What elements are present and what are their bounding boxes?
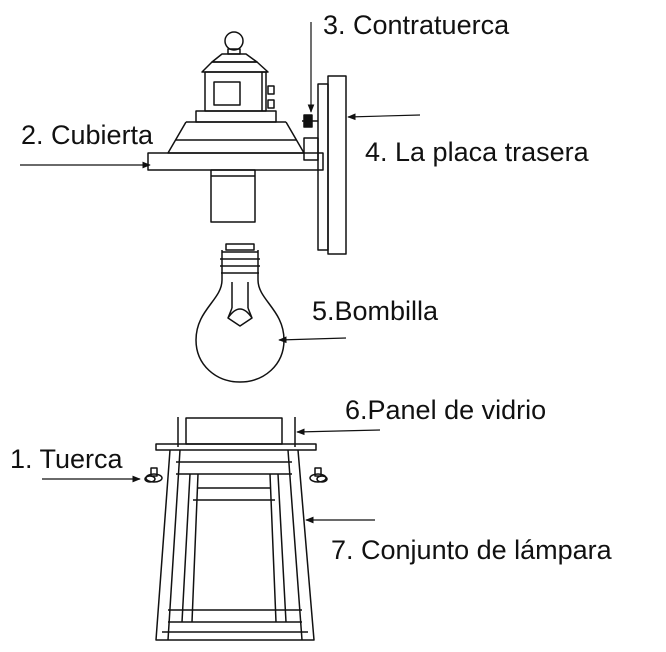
back-plate-part [317, 75, 347, 255]
label-conjunto-lampara: 7. Conjunto de lámpara [331, 535, 612, 565]
lamp-body-part [155, 449, 315, 641]
label-contratuerca: 3. Contratuerca [323, 10, 510, 40]
leader-lines [20, 22, 421, 524]
nut-left-part [144, 467, 163, 483]
nut-right-part [309, 467, 328, 483]
label-cubierta: 2. Cubierta [21, 120, 154, 150]
arrow-panel-vidrio [296, 428, 381, 436]
label-bombilla: 5.Bombilla [312, 296, 439, 326]
cover-assembly [147, 31, 324, 223]
label-panel-vidrio: 6.Panel de vidrio [345, 395, 547, 425]
label-placa-trasera: 4. La placa trasera [365, 137, 589, 167]
arrow-placa-trasera [347, 113, 421, 121]
label-tuerca: 1. Tuerca [10, 444, 123, 474]
bulb-part [195, 243, 285, 383]
glass-panel-part [155, 417, 317, 451]
arrow-bombilla [278, 336, 347, 344]
locknut-part [302, 114, 318, 128]
